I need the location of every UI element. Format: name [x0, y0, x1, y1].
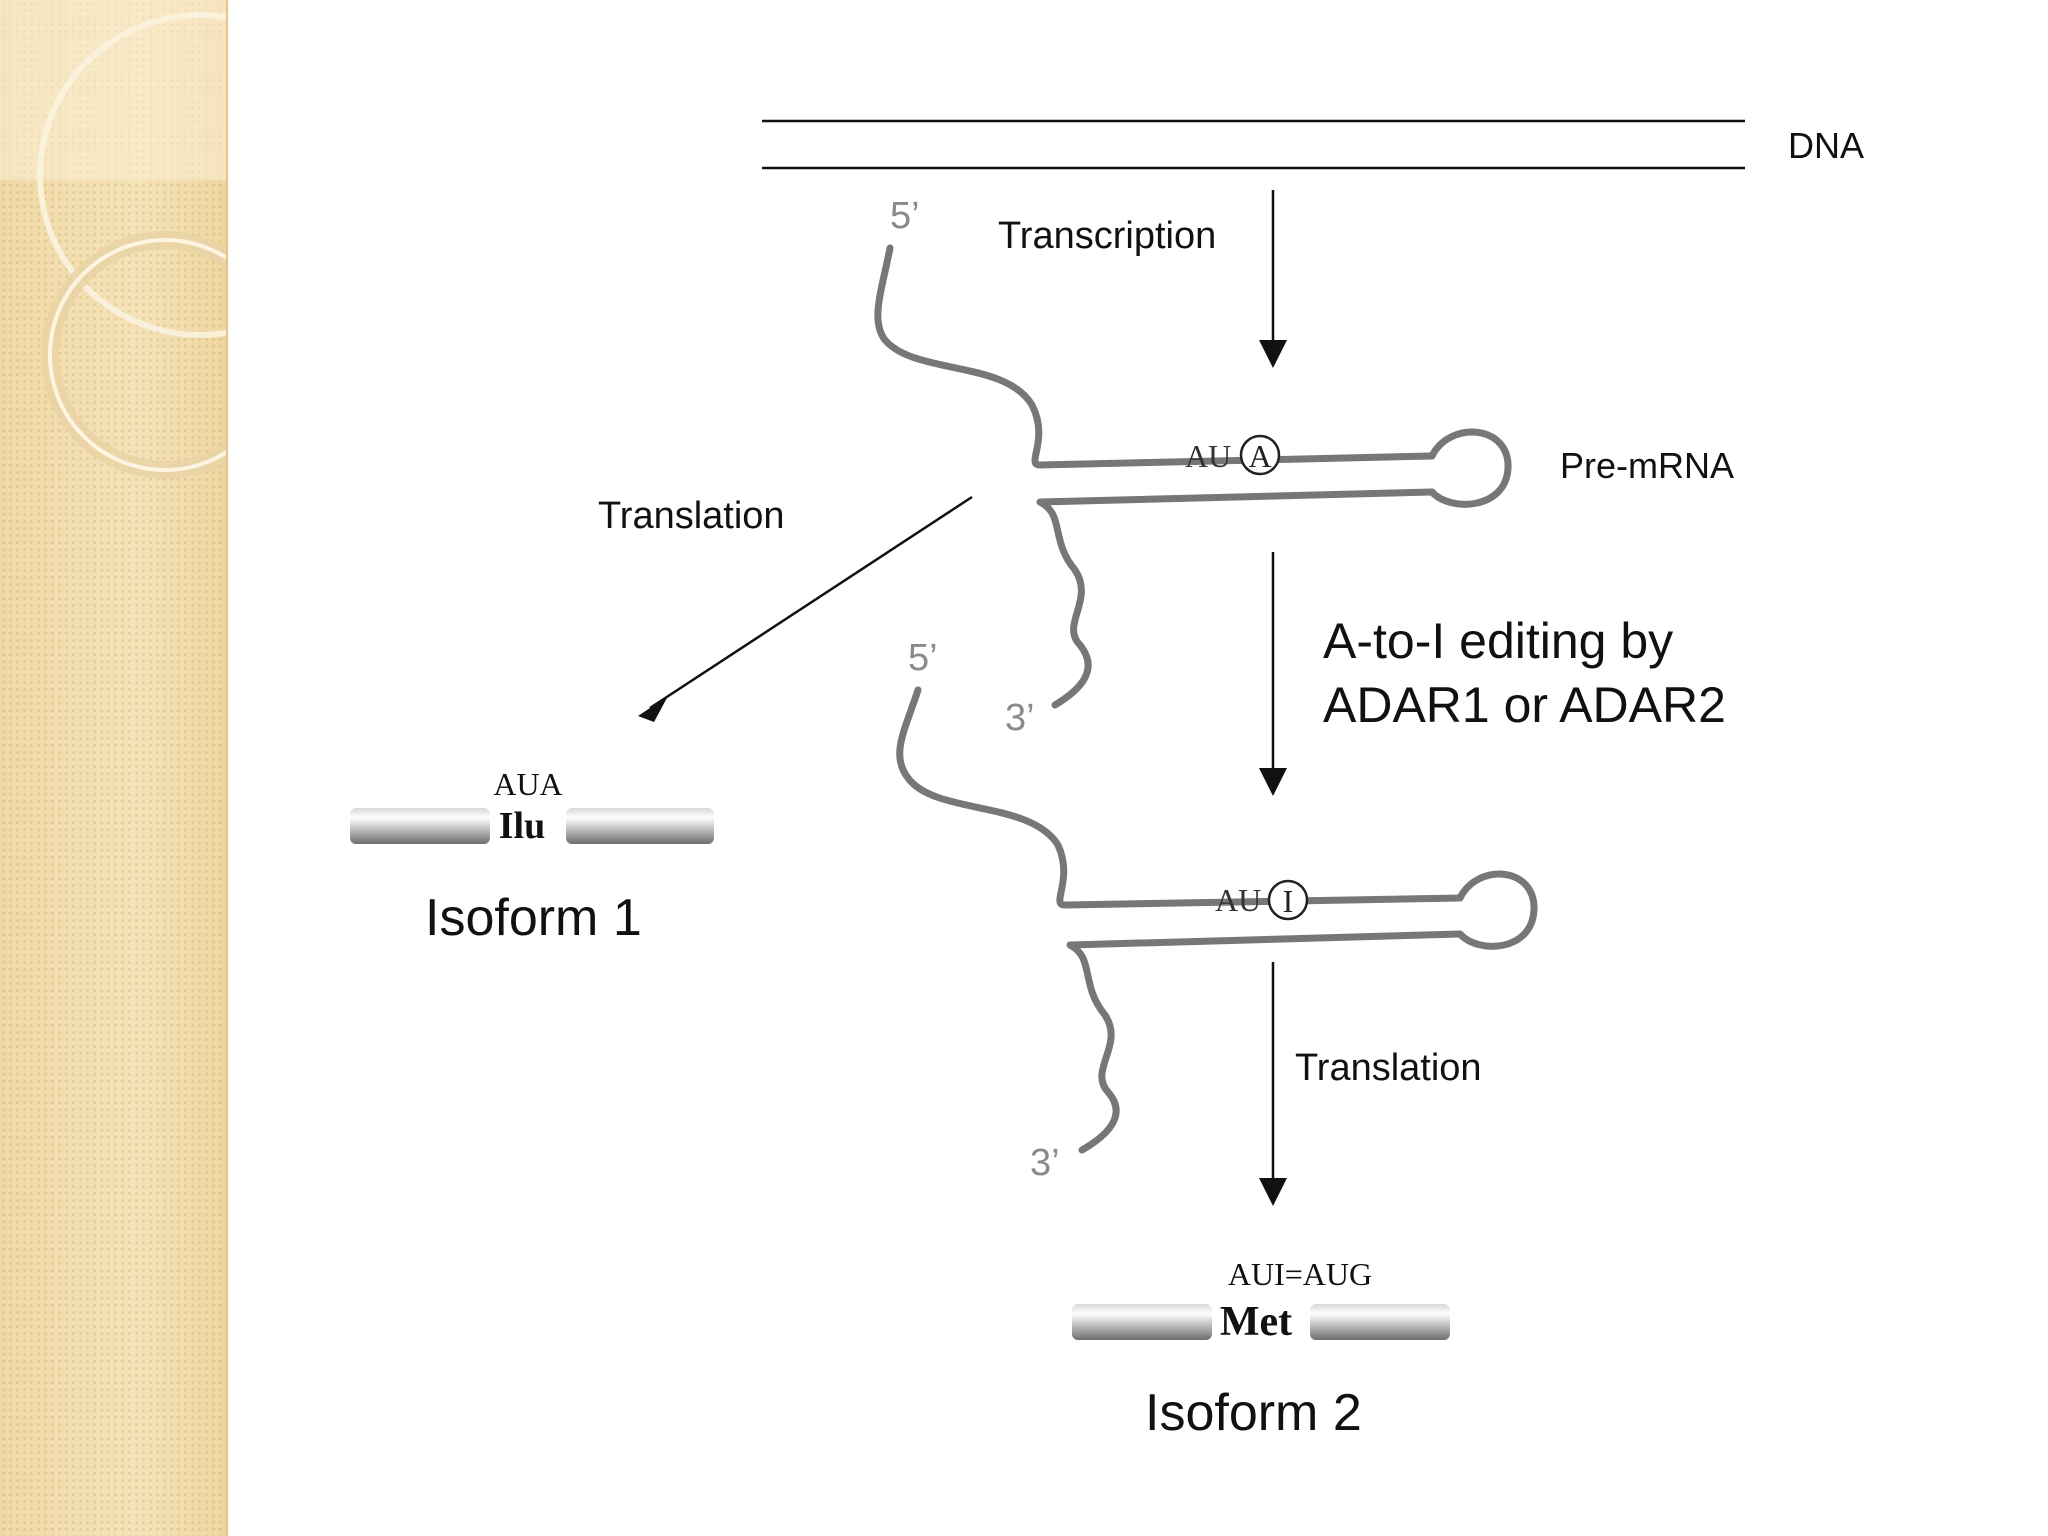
panel-divider	[226, 0, 228, 1536]
isoform-2-label: Isoform 2	[1145, 1384, 1362, 1442]
edited-base-bottom: I	[1283, 883, 1294, 919]
decorative-rings	[0, 0, 228, 479]
isoform-1-amino-acid: Ilu	[499, 805, 545, 847]
editing-label-line2: ADAR1 or ADAR2	[1323, 677, 1726, 733]
isoform-1-label: Isoform 1	[425, 889, 642, 947]
transcription-label: Transcription	[998, 215, 1216, 257]
transcription-arrowhead	[1259, 340, 1287, 368]
isoform-2-codon: AUI=AUG	[1228, 1256, 1372, 1292]
three-prime-label-top: 3’	[1005, 697, 1035, 739]
dna-double-strand	[762, 119, 1745, 170]
isoform-2-protein	[1072, 1304, 1450, 1340]
five-prime-label-top: 5’	[890, 195, 920, 237]
edited-base-circle-top	[1239, 434, 1281, 476]
codon-prefix-bottom: AU	[1215, 882, 1261, 918]
editing-arrowhead	[1259, 768, 1287, 796]
translation-label-bottom: Translation	[1295, 1047, 1482, 1089]
translation-arrowhead-bottom	[1259, 1178, 1287, 1206]
isoform-1-segment-right	[566, 808, 714, 844]
dna-label: DNA	[1788, 125, 1864, 166]
editing-label-line1: A-to-I editing by	[1323, 613, 1673, 669]
translation-arrowhead-left	[638, 696, 668, 722]
isoform-2-segment-left	[1072, 1304, 1212, 1340]
pre-mrna-hairpin	[874, 244, 1512, 709]
codon-prefix-top: AU	[1185, 438, 1231, 474]
isoform-1-segment-left	[350, 808, 490, 844]
isoform-2-amino-acid: Met	[1220, 1299, 1292, 1345]
five-prime-label-bottom: 5’	[908, 637, 938, 679]
edited-base-top: A	[1248, 438, 1271, 474]
isoform-1-protein	[350, 808, 714, 844]
isoform-2-segment-right	[1310, 1304, 1450, 1340]
pre-mrna-label: Pre-mRNA	[1560, 445, 1734, 486]
three-prime-label-bottom: 3’	[1030, 1142, 1060, 1184]
translation-label-left: Translation	[598, 495, 785, 537]
edited-base-circle-bottom	[1267, 879, 1309, 921]
edited-mrna-hairpin	[896, 686, 1538, 1154]
translation-arrow-left	[649, 495, 973, 710]
decorative-side-panel	[0, 0, 228, 1536]
isoform-1-codon: AUA	[493, 766, 562, 802]
